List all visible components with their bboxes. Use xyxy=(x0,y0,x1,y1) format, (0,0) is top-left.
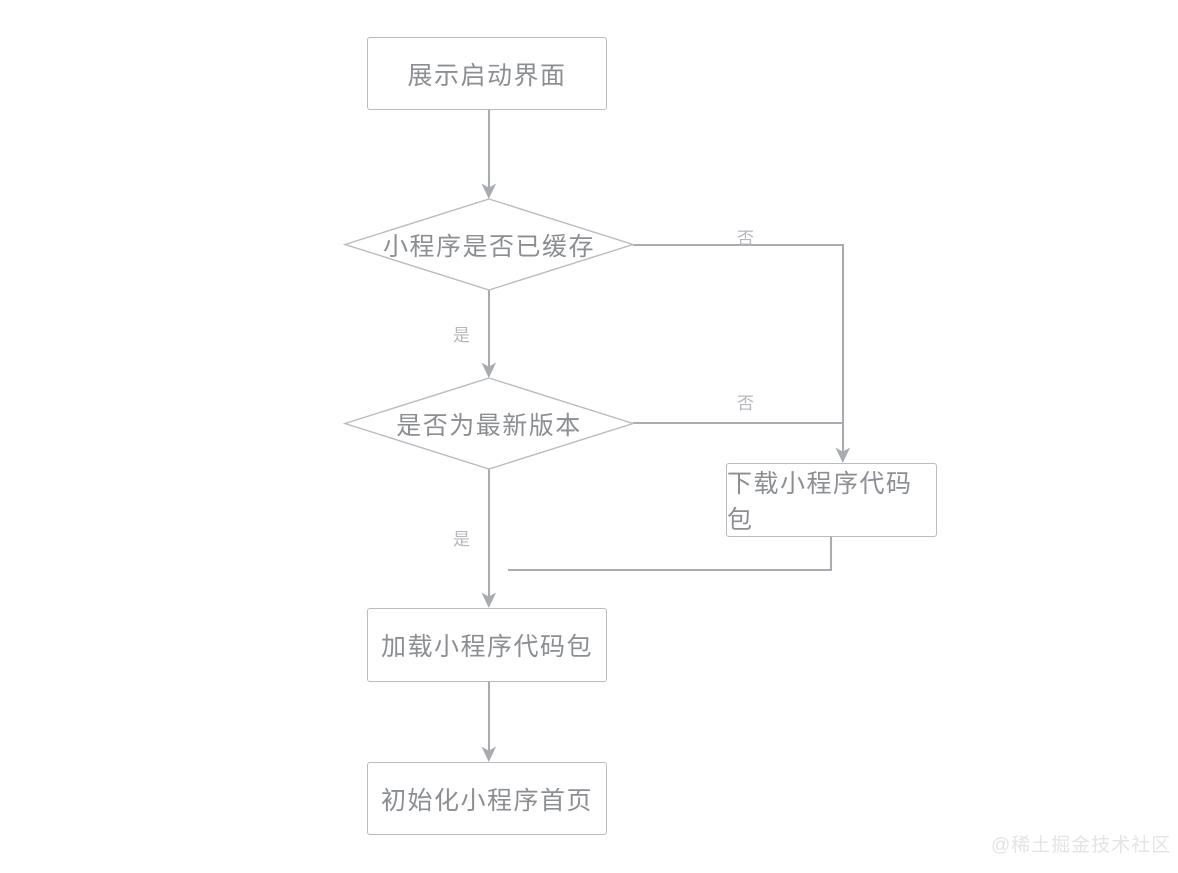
edge-label-cached-no: 否 xyxy=(737,229,755,248)
edge-cached-no-download xyxy=(633,243,851,463)
node-start[interactable]: 展示启动界面 xyxy=(367,37,607,110)
node-load[interactable]: 加载小程序代码包 xyxy=(367,608,607,682)
edge-label-cached-yes: 是 xyxy=(453,326,471,345)
edge-download-to-load xyxy=(508,537,833,572)
node-shape-cached[interactable] xyxy=(342,198,636,291)
node-start-label: 展示启动界面 xyxy=(407,61,567,90)
node-load-label: 加载小程序代码包 xyxy=(380,633,593,661)
node-download[interactable]: 下载小程序代码包 xyxy=(726,463,937,537)
node-init[interactable]: 初始化小程序首页 xyxy=(367,762,607,835)
node-shape-latest[interactable] xyxy=(342,377,636,470)
edge-label-latest-no: 否 xyxy=(737,394,755,413)
edge-label-latest-yes: 是 xyxy=(453,530,471,549)
watermark: @稀土掘金技术社区 xyxy=(991,835,1172,856)
node-download-label: 下载小程序代码包 xyxy=(727,470,913,534)
node-init-label: 初始化小程序首页 xyxy=(380,786,593,815)
